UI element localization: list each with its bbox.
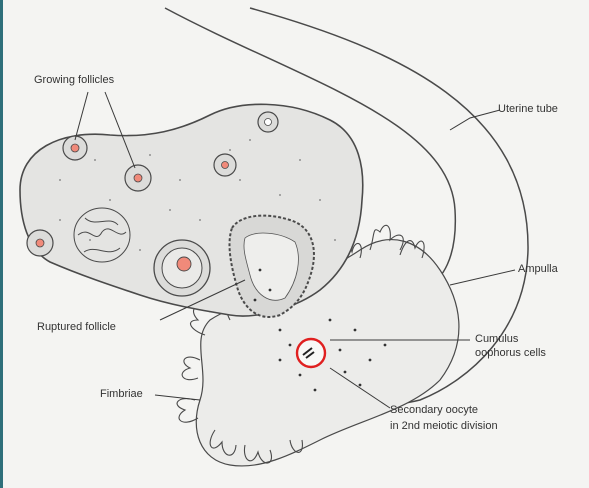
label-oocyte-line1: Secondary oocyte <box>390 404 478 417</box>
label-cumulus-line1: Cumulus <box>475 333 518 346</box>
label-uterine-tube: Uterine tube <box>498 103 558 116</box>
label-growing-follicles: Growing follicles <box>34 74 114 87</box>
label-ruptured-follicle: Ruptured follicle <box>37 321 116 334</box>
label-cumulus-line2: oophorus cells <box>475 347 546 360</box>
label-fimbriae: Fimbriae <box>100 388 143 401</box>
label-ampulla: Ampulla <box>518 263 558 276</box>
secondary-oocyte-ring <box>297 339 325 367</box>
label-oocyte-line2: in 2nd meiotic division <box>390 420 498 433</box>
